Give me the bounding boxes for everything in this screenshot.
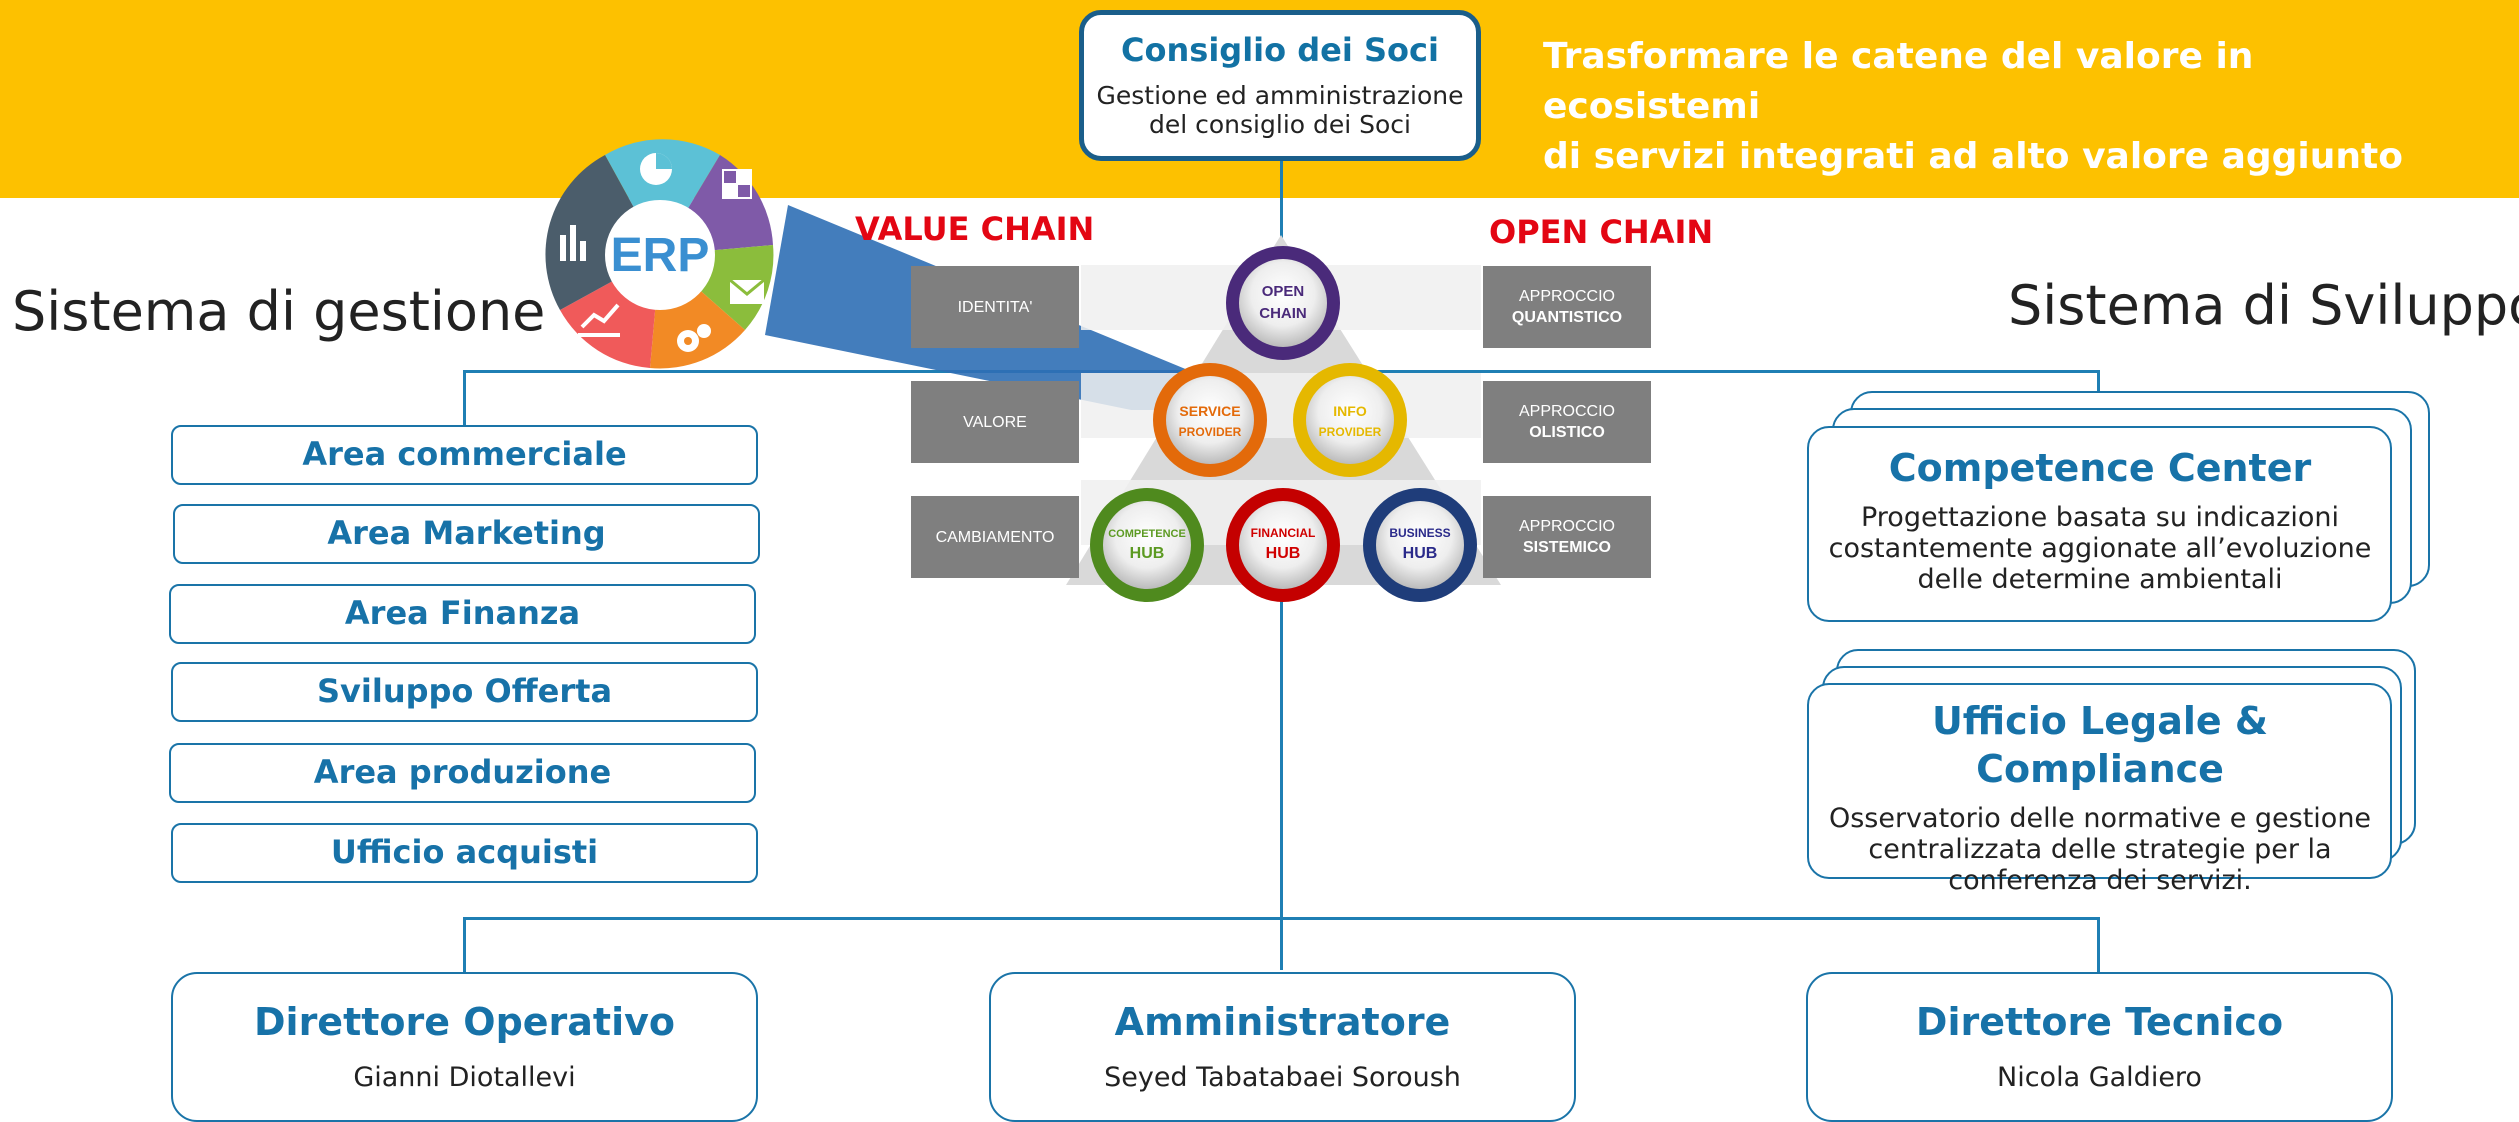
approach-type: QUANTISTICO <box>1511 309 1623 326</box>
svg-text:COMPETENCE: COMPETENCE <box>1108 528 1186 540</box>
role-title: Direttore Tecnico <box>1915 1000 2284 1044</box>
approach-word: APPROCCIO <box>1518 288 1615 305</box>
direttore-tecnico-box: Direttore Tecnico Nicola Galdiero <box>1806 972 2393 1122</box>
legal-card-front <box>1807 683 2392 879</box>
envelope-icon <box>729 278 765 304</box>
svg-text:PROVIDER: PROVIDER <box>1319 425 1382 439</box>
svg-text:HUB: HUB <box>1266 545 1301 562</box>
svg-text:PROVIDER: PROVIDER <box>1179 425 1242 439</box>
calculator-icon <box>722 169 752 199</box>
approach-word: APPROCCIO <box>1518 518 1615 535</box>
connector-bottom-left-drop <box>463 917 466 973</box>
chain-balls: OPEN CHAIN SERVICE PROVIDER INFO PROVIDE… <box>1090 246 1477 602</box>
band-row-2 <box>1081 373 1481 438</box>
erp-center <box>605 200 715 310</box>
open-chain-label: OPEN CHAIN <box>1489 213 1714 251</box>
role-title: Direttore Operativo <box>254 1000 675 1044</box>
growth-chart-icon <box>578 303 620 337</box>
gears-icon <box>677 324 711 352</box>
ball-open-chain: OPEN CHAIN <box>1226 246 1340 360</box>
council-desc-line-1: Gestione ed amministrazione <box>1096 81 1464 110</box>
erp-segment-slate <box>545 155 660 310</box>
approach-type: OLISTICO <box>1529 424 1605 441</box>
tagline-line-1: Trasformare le catene del valore in ecos… <box>1543 36 2254 127</box>
area-marketing-box: Area Marketing <box>173 504 760 564</box>
role-title: Amministratore <box>1114 1000 1451 1044</box>
direttore-operativo-box: Direttore Operativo Gianni Diotallevi <box>171 972 758 1122</box>
pie-chart-icon <box>640 153 672 185</box>
svg-text:INFO: INFO <box>1333 403 1367 419</box>
amministratore-box: Amministratore Seyed Tabatabaei Soroush <box>989 972 1576 1122</box>
right-box-olistico: APPROCCIO OLISTICO <box>1483 381 1651 463</box>
approach-word: APPROCCIO <box>1518 403 1615 420</box>
competence-line-2: costantemente aggionate all’evoluzione <box>1828 533 2372 564</box>
tagline: Trasformare le catene del valore in ecos… <box>1543 32 2443 182</box>
role-person: Gianni Diotallevi <box>353 1062 576 1093</box>
competence-card-front <box>1807 426 2392 622</box>
connector-bottom-horizontal <box>463 917 2100 920</box>
council-box: Consiglio dei Soci Gestione ed amministr… <box>1079 10 1481 161</box>
legal-line-3: conferenza dei servizi. <box>1948 865 2252 896</box>
council-desc-line-2: del consiglio dei Soci <box>1149 110 1411 139</box>
connector-left-drop <box>463 370 466 426</box>
erp-label: ERP <box>611 229 710 282</box>
left-box-valore: VALORE <box>911 381 1079 463</box>
connector-soci-vertical <box>1280 160 1283 240</box>
legal-compliance-title: Ufficio Legale & Compliance <box>1931 699 2269 791</box>
legal-line-1: Osservatorio delle normative e gestione <box>1828 803 2372 834</box>
ball-business-hub: BUSINESS HUB <box>1363 488 1477 602</box>
bar-chart-icon <box>560 225 586 261</box>
role-person: Seyed Tabatabaei Soroush <box>1104 1062 1461 1093</box>
connector-center-vertical <box>1280 590 1283 970</box>
connector-bottom-right-drop <box>2097 917 2100 973</box>
left-box-identita: IDENTITA' <box>911 266 1079 348</box>
erp-segment-teal <box>605 139 720 255</box>
value-chain-label: VALUE CHAIN <box>855 210 1095 248</box>
ball-info-provider: INFO PROVIDER <box>1293 363 1407 477</box>
right-box-sistemico: APPROCCIO SISTEMICO <box>1483 496 1651 578</box>
ball-financial-hub: FINANCIAL HUB <box>1226 488 1340 602</box>
council-title: Consiglio dei Soci <box>1121 31 1439 69</box>
svg-text:SERVICE: SERVICE <box>1179 403 1240 419</box>
sviluppo-offerta-box: Sviluppo Offerta <box>171 662 758 722</box>
tagline-line-2: di servizi integrati ad alto valore aggi… <box>1543 136 2403 177</box>
area-finanza-box: Area Finanza <box>169 584 756 644</box>
left-box-cambiamento: CAMBIAMENTO <box>911 496 1079 578</box>
role-person: Nicola Galdiero <box>1997 1062 2202 1093</box>
area-commerciale-box: Area commerciale <box>171 425 758 485</box>
right-system-title: Sistema di Sviluppo <box>2008 274 2519 337</box>
svg-text:HUB: HUB <box>1403 545 1438 562</box>
approach-type: SISTEMICO <box>1522 539 1611 556</box>
competence-center-description: Progettazione basata su indicazioni cost… <box>1810 502 2390 595</box>
council-description: Gestione ed amministrazione del consigli… <box>1084 81 1476 139</box>
svg-text:BUSINESS: BUSINESS <box>1389 526 1450 540</box>
legal-compliance-description: Osservatorio delle normative e gestione … <box>1810 803 2390 896</box>
svg-text:OPEN: OPEN <box>1262 283 1305 300</box>
ball-service-provider: SERVICE PROVIDER <box>1153 363 1267 477</box>
competence-center-content: Competence Center Progettazione basata s… <box>1810 444 2390 595</box>
ball-competence-hub: COMPETENCE HUB <box>1090 488 1204 602</box>
competence-line-3: delle determine ambientali <box>1917 564 2283 595</box>
right-box-quantistico: APPROCCIO QUANTISTICO <box>1483 266 1651 348</box>
legal-compliance-content: Ufficio Legale & Compliance Osservatorio… <box>1810 697 2390 896</box>
svg-text:CHAIN: CHAIN <box>1259 305 1307 322</box>
legal-line-2: centralizzata delle strategie per la <box>1868 834 2332 865</box>
left-system-title: Sistema di gestione <box>12 280 546 343</box>
ufficio-acquisti-box: Ufficio acquisti <box>171 823 758 883</box>
svg-text:FINANCIAL: FINANCIAL <box>1251 526 1316 540</box>
erp-wheel-graphic: ERP <box>545 139 1200 410</box>
competence-line-1: Progettazione basata su indicazioni <box>1860 502 2340 533</box>
svg-text:HUB: HUB <box>1130 545 1165 562</box>
competence-center-title: Competence Center <box>1888 446 2312 490</box>
area-produzione-box: Area produzione <box>169 743 756 803</box>
